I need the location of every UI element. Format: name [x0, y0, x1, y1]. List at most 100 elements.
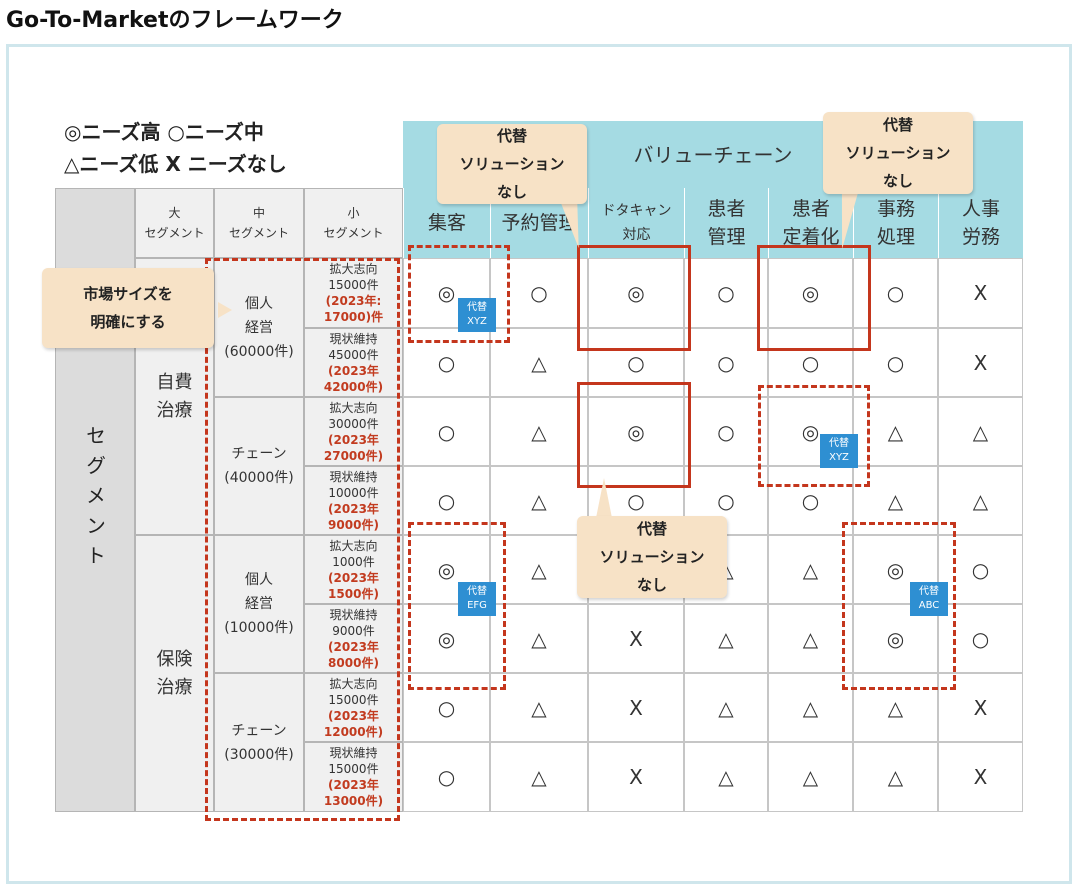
matrix-cell: ○ — [684, 258, 768, 328]
matrix-cell: X — [588, 742, 684, 812]
mid-segment-line: 経営 — [245, 596, 273, 612]
badge-label: 代替 — [829, 438, 849, 449]
badge-vendor: EFG — [467, 600, 487, 611]
column-header-line: 予約管理 — [501, 212, 578, 234]
dashed-box-retention-2 — [758, 385, 870, 487]
mid-segment-line: チェーン — [231, 722, 287, 739]
matrix-cell: △ — [490, 328, 588, 397]
callout-tail-alt-3 — [596, 478, 612, 518]
matrix-cell: ○ — [768, 466, 853, 535]
matrix-cell: ◎ — [768, 258, 853, 328]
legend-line-1: ◎ニーズ高 ○ニーズ中 — [64, 120, 264, 144]
mid-segment-line: 個人 — [245, 295, 273, 312]
need-level-symbol: ◎ — [627, 419, 645, 444]
need-level-symbol: △ — [887, 765, 904, 789]
need-level-symbol: △ — [531, 419, 547, 444]
mid-segment-line: (30000件) — [224, 746, 294, 763]
need-level-symbol: ○ — [886, 281, 905, 305]
need-level-symbol: ○ — [627, 350, 645, 375]
need-level-symbol: ○ — [437, 350, 456, 375]
small-segment-line: 15000件 — [328, 762, 379, 776]
matrix-cell: ◎ — [403, 258, 490, 328]
matrix-cell: △ — [768, 535, 853, 604]
need-level-symbol: △ — [802, 765, 819, 789]
need-level-symbol: △ — [531, 488, 547, 513]
callout-line: 代替 — [496, 127, 527, 145]
callout-line: ソリューション — [845, 144, 951, 162]
need-level-symbol: ○ — [801, 350, 820, 375]
dashed-box-acquisition-2 — [408, 522, 506, 690]
matrix-cell: ○ — [403, 328, 490, 397]
small-segment-line: 1000件 — [332, 554, 375, 569]
matrix-cell: ○ — [403, 742, 490, 812]
matrix-cell: ◎ — [588, 397, 684, 466]
matrix-cell: △ — [768, 673, 853, 742]
matrix-cell: ◎ — [588, 258, 684, 328]
badge-label: 代替 — [467, 586, 487, 597]
small-segment-2023: 27000件) — [323, 448, 384, 463]
need-level-symbol: △ — [531, 626, 547, 651]
mid-segment: 個人経営(10000件) — [214, 535, 304, 673]
matrix-cell: △ — [853, 742, 938, 812]
callout-line: 代替 — [636, 520, 667, 538]
need-level-symbol: X — [973, 281, 988, 305]
need-level-symbol: ○ — [717, 419, 735, 444]
seg-header-line: セグメント — [144, 226, 205, 240]
column-header: 人事労務 — [938, 188, 1023, 258]
need-level-symbol: △ — [718, 695, 734, 720]
column-header-line: 患者 — [791, 198, 830, 220]
small-segment-line: 現状維持 — [329, 331, 378, 346]
matrix-cell: ○ — [938, 535, 1023, 604]
small-segment-2023: (2023年 — [328, 501, 379, 516]
mid-segment-line: 経営 — [245, 319, 273, 336]
need-level-symbol: △ — [531, 765, 547, 789]
callout-market-size: 市場サイズを明確にする — [42, 268, 214, 348]
small-segment-2023: (2023年 — [328, 708, 379, 723]
callout-line: なし — [882, 172, 913, 190]
badge-vendor: XYZ — [467, 316, 487, 327]
small-segment-line: 9000件 — [332, 623, 375, 638]
alt-badge-efg: 代替 EFG — [458, 582, 496, 616]
small-segment-line: 現状維持 — [329, 746, 378, 760]
small-segment-line: 拡大志向 — [329, 538, 378, 553]
matrix-cell: △ — [490, 604, 588, 673]
matrix-cell: △ — [490, 466, 588, 535]
matrix-cell: ○ — [684, 397, 768, 466]
need-level-symbol: X — [629, 765, 643, 789]
need-level-symbol: ○ — [627, 488, 645, 513]
column-header: 患者管理 — [684, 188, 768, 258]
highlight-box-retention — [757, 245, 871, 351]
callout-line: 明確にする — [90, 313, 166, 331]
matrix-cell: ○ — [403, 397, 490, 466]
column-header-line: ドタキャン — [601, 203, 672, 219]
need-level-symbol: △ — [531, 557, 547, 582]
matrix-cell: X — [938, 328, 1023, 397]
seg-header-line: セグメント — [323, 226, 384, 240]
matrix-cell: △ — [684, 604, 768, 673]
matrix-cell: X — [588, 673, 684, 742]
need-level-symbol: ◎ — [801, 419, 820, 444]
matrix-cell: ○ — [490, 258, 588, 328]
callout-line: ソリューション — [459, 155, 565, 173]
need-level-symbol: ◎ — [886, 626, 905, 651]
need-level-symbol: ◎ — [801, 281, 820, 305]
need-level-symbol: ○ — [437, 419, 456, 444]
small-segment-line: 拡大志向 — [329, 400, 378, 415]
callout-alt-none-1: 代替ソリューションなし — [437, 124, 587, 204]
badge-vendor: XYZ — [829, 452, 849, 463]
small-segment-line: 30000件 — [328, 416, 379, 431]
need-level-symbol: ◎ — [437, 626, 456, 651]
matrix-cell: X — [938, 673, 1023, 742]
callout-line: 市場サイズを — [83, 285, 173, 303]
need-level-symbol: △ — [531, 350, 547, 375]
small-segment-2023: 8000件) — [328, 655, 379, 670]
need-level-symbol: △ — [718, 626, 734, 651]
need-level-symbol: △ — [802, 557, 819, 582]
need-level-symbol: ○ — [437, 488, 456, 513]
callout-line: なし — [636, 576, 667, 594]
seg-header-mid: 中セグメント — [214, 188, 304, 258]
